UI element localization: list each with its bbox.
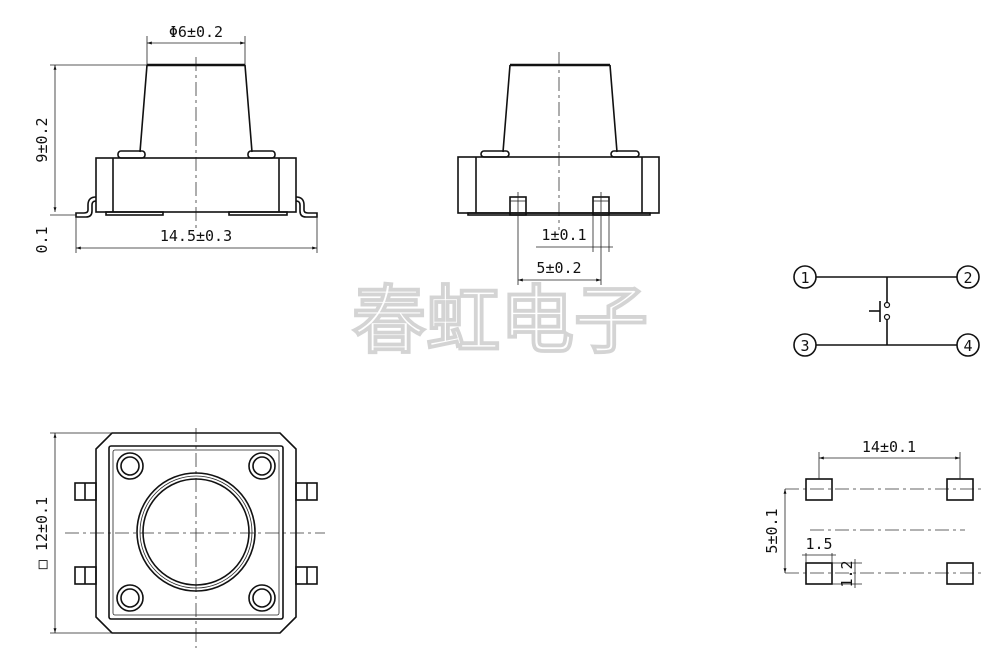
dim-pad-width: 1.5 — [805, 535, 832, 553]
top-view: □ 12±0.1 — [33, 428, 325, 648]
dim-button-diameter: Φ6±0.2 — [169, 23, 223, 41]
svg-text:3: 3 — [800, 337, 809, 355]
pin-1: 1 — [793, 265, 817, 289]
watermark: 春虹电子 — [352, 278, 648, 364]
dim-terminal-pitch: 5±0.2 — [536, 259, 581, 277]
side-view: Φ6±0.2 9±0.2 0.1 14.5±0.3 — [33, 23, 318, 254]
dim-standoff: 0.1 — [33, 226, 51, 253]
dim-terminal-width: 1±0.1 — [541, 226, 586, 244]
pcb-footprint: 14±0.1 5±0.1 1.5 1.2 — [763, 438, 985, 588]
dim-pad-span: 14±0.1 — [862, 438, 916, 456]
pin-2: 2 — [956, 265, 980, 289]
dim-width: 14.5±0.3 — [160, 227, 232, 245]
pin-4: 4 — [956, 333, 980, 357]
dim-pad-height: 1.2 — [838, 560, 856, 587]
svg-text:1: 1 — [800, 269, 809, 287]
svg-text:2: 2 — [963, 269, 972, 287]
dim-height: 9±0.2 — [33, 117, 51, 162]
pin-3: 3 — [793, 333, 817, 357]
schematic: 1 2 3 4 — [793, 265, 980, 357]
dim-pad-pitch: 5±0.1 — [763, 508, 781, 553]
front-view: 1±0.1 5±0.2 — [457, 52, 660, 285]
svg-text:4: 4 — [963, 337, 972, 355]
dim-body-size: □ 12±0.1 — [33, 497, 51, 569]
